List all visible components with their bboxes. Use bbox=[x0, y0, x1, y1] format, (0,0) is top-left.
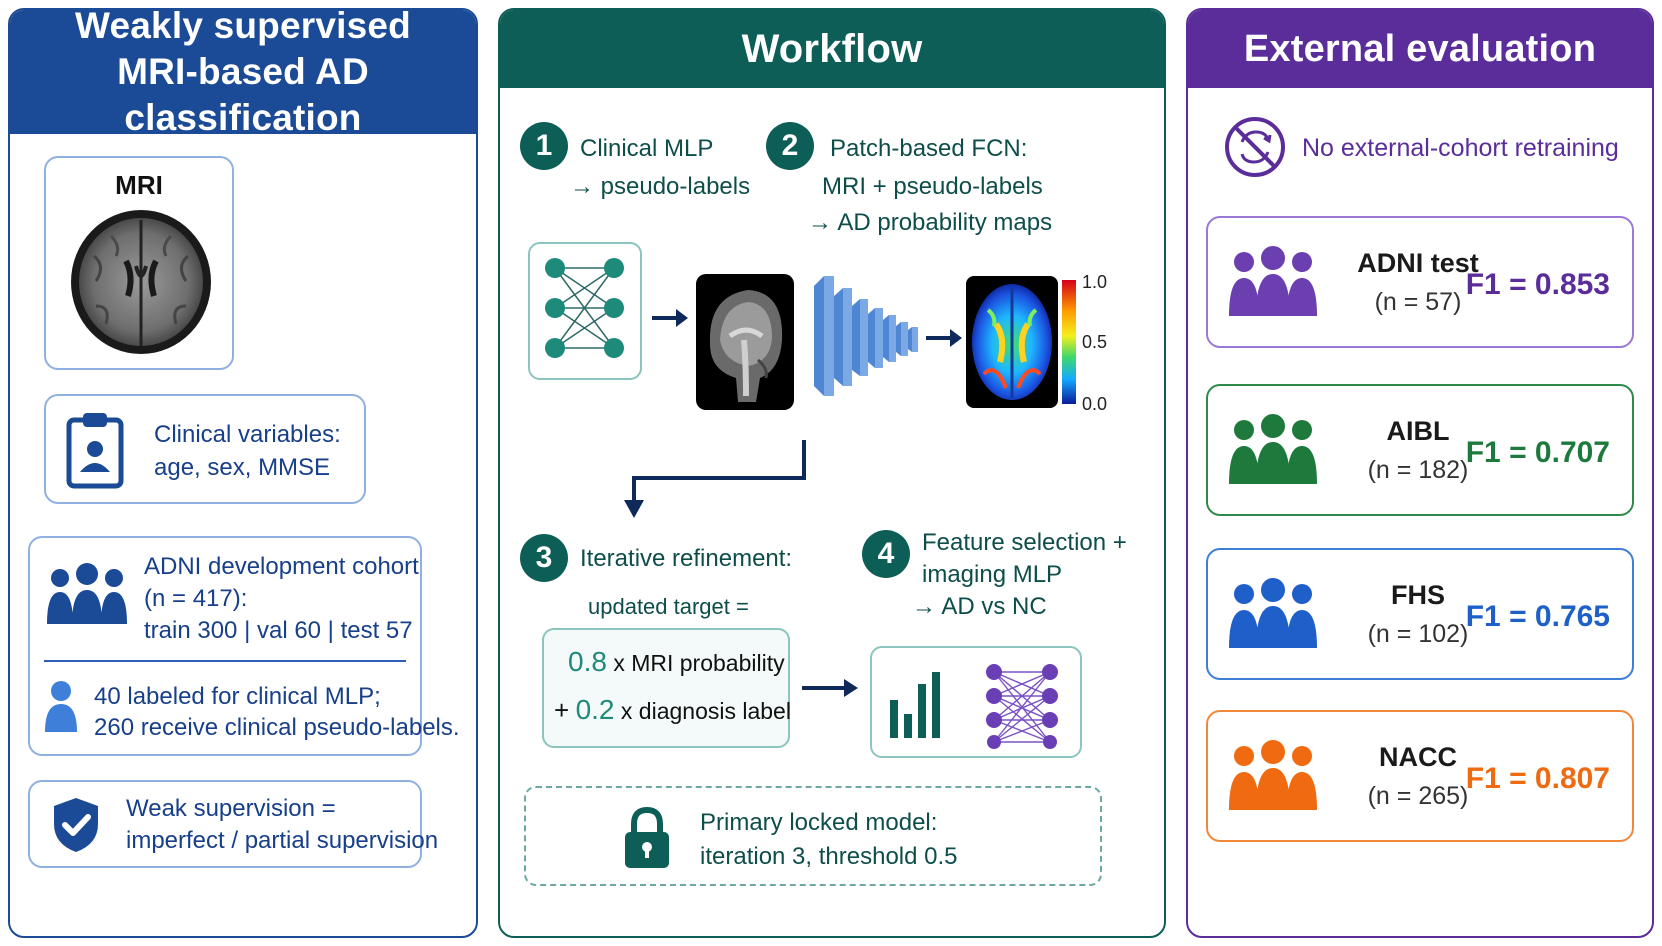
cohort-line2: (n = 417): bbox=[144, 585, 248, 612]
weak-supervision-box: Weak supervision = imperfect / partial s… bbox=[28, 780, 438, 868]
cohort-card-aibl: AIBL (n = 182) F1 = 0.707 bbox=[1206, 384, 1634, 516]
step-4-line2: imaging MLP bbox=[922, 561, 1063, 588]
no-retraining-icon bbox=[1225, 117, 1285, 177]
step-2-line1: Patch-based FCN: bbox=[830, 135, 1028, 162]
external-evaluation-panel: External evaluation No external-cohort r… bbox=[1186, 8, 1654, 938]
step-3-line2: updated target = bbox=[588, 594, 749, 619]
step-1-line2: → pseudo-labels bbox=[570, 173, 751, 200]
formula-rest1: x MRI probability bbox=[613, 650, 785, 676]
formula-op: + bbox=[554, 695, 570, 725]
clipboard-icon bbox=[66, 413, 124, 489]
cohort-name: FHS bbox=[1391, 580, 1445, 610]
step-2-line3: → AD probability maps bbox=[808, 209, 1053, 236]
probability-map-icon bbox=[966, 276, 1058, 408]
locked-model-box: Primary locked model: iteration 3, thres… bbox=[524, 786, 1102, 886]
labeled-line2: 260 receive clinical pseudo-labels. bbox=[94, 714, 460, 741]
arrow-right-icon bbox=[652, 309, 688, 327]
clinical-variables-line1: Clinical variables: bbox=[154, 421, 341, 448]
group-people-icon bbox=[1229, 578, 1317, 648]
cohort-n: (n = 57) bbox=[1374, 288, 1462, 316]
step-3-line1: Iterative refinement: bbox=[580, 545, 793, 572]
left-title-line2: MRI-based AD classification bbox=[117, 51, 369, 138]
mri-label: MRI bbox=[115, 170, 163, 200]
colorbar-tick-top: 1.0 bbox=[1082, 272, 1108, 292]
no-retraining-text: No external-cohort retraining bbox=[1302, 134, 1619, 162]
external-evaluation-header: External evaluation bbox=[1188, 10, 1652, 88]
bar-chart-icon bbox=[890, 672, 940, 738]
step-4-line1: Feature selection + bbox=[922, 529, 1127, 556]
cohort-divider bbox=[44, 660, 406, 662]
formula-line2: + 0.2 x diagnosis label bbox=[554, 694, 791, 726]
cohort-f1: F1 = 0.765 bbox=[1465, 600, 1610, 633]
group-people-icon bbox=[1229, 246, 1317, 316]
imaging-mlp-network-icon bbox=[986, 664, 1058, 749]
cohort-name: ADNI test bbox=[1357, 248, 1479, 278]
cohort-f1: F1 = 0.853 bbox=[1465, 268, 1610, 301]
step-2-line2: MRI + pseudo-labels bbox=[822, 173, 1043, 200]
cohort-card-nacc: NACC (n = 265) F1 = 0.807 bbox=[1206, 710, 1634, 842]
group-people-icon bbox=[47, 563, 127, 624]
left-panel: Weakly supervised MRI-based AD classific… bbox=[8, 8, 478, 938]
locked-line1: Primary locked model: bbox=[700, 809, 938, 836]
mri-box: MRI bbox=[44, 156, 234, 370]
formula-line1: 0.8 x MRI probability bbox=[568, 646, 785, 678]
step-3-number: 3 bbox=[520, 534, 568, 582]
formula-coef1: 0.8 bbox=[568, 646, 607, 677]
formula-rest2: x diagnosis label bbox=[620, 698, 791, 724]
weak-line2: imperfect / partial supervision bbox=[126, 827, 439, 854]
colorbar bbox=[1062, 280, 1076, 404]
step-1-line1: Clinical MLP bbox=[580, 135, 714, 162]
elbow-arrow-icon bbox=[624, 440, 806, 518]
weak-line1: Weak supervision = bbox=[126, 795, 336, 822]
cohort-card-fhs: FHS (n = 102) F1 = 0.765 bbox=[1206, 548, 1634, 680]
cohort-n: (n = 182) bbox=[1367, 456, 1469, 484]
step-4-line3: → AD vs NC bbox=[912, 593, 1047, 620]
cohort-name: AIBL bbox=[1386, 416, 1450, 446]
cohort-line1: ADNI development cohort bbox=[144, 553, 419, 580]
cohort-card-adni: ADNI test (n = 57) F1 = 0.853 bbox=[1206, 216, 1634, 348]
clinical-variables-line2: age, sex, MMSE bbox=[154, 454, 331, 481]
step-4-number: 4 bbox=[862, 530, 910, 578]
cohort-line3: train 300 | val 60 | test 57 bbox=[144, 617, 413, 644]
sagittal-mri-icon bbox=[696, 274, 794, 410]
labeled-line1: 40 labeled for clinical MLP; bbox=[94, 683, 381, 710]
formula-coef2: 0.2 bbox=[575, 694, 615, 725]
colorbar-tick-mid: 0.5 bbox=[1082, 332, 1108, 352]
group-people-icon bbox=[1229, 414, 1317, 484]
clinical-mlp-box bbox=[528, 242, 642, 380]
cohort-name: NACC bbox=[1379, 742, 1457, 772]
lock-icon bbox=[625, 806, 669, 868]
arrow-right-icon bbox=[802, 679, 858, 697]
workflow-header: Workflow bbox=[500, 10, 1164, 88]
adni-cohort-box: ADNI development cohort (n = 417): train… bbox=[28, 536, 460, 756]
group-people-icon bbox=[1229, 740, 1317, 810]
step-2-number: 2 bbox=[766, 122, 814, 170]
cohort-n: (n = 102) bbox=[1367, 620, 1469, 648]
formula-box: 0.8 x MRI probability + 0.2 x diagnosis … bbox=[542, 628, 791, 748]
locked-line2: iteration 3, threshold 0.5 bbox=[700, 843, 958, 870]
cohort-f1: F1 = 0.807 bbox=[1465, 762, 1610, 795]
colorbar-tick-bottom: 0.0 bbox=[1082, 394, 1108, 414]
left-title-line1: Weakly supervised bbox=[75, 8, 411, 46]
cohort-f1: F1 = 0.707 bbox=[1465, 436, 1610, 469]
arrow-right-icon bbox=[926, 329, 962, 347]
imaging-mlp-box bbox=[870, 646, 1082, 758]
step-1-number: 1 bbox=[520, 122, 568, 170]
brain-axial-icon bbox=[71, 210, 211, 354]
neural-network-icon bbox=[545, 258, 624, 358]
clinical-variables-box: Clinical variables: age, sex, MMSE bbox=[44, 394, 366, 504]
shield-check-icon bbox=[54, 798, 98, 852]
left-panel-header: Weakly supervised MRI-based AD classific… bbox=[10, 8, 476, 138]
workflow-panel: Workflow 1 Clinical MLP → pseudo-labels … bbox=[498, 8, 1166, 938]
cohort-n: (n = 265) bbox=[1367, 782, 1469, 810]
fcn-layers-icon bbox=[814, 276, 918, 396]
person-icon bbox=[45, 681, 77, 732]
